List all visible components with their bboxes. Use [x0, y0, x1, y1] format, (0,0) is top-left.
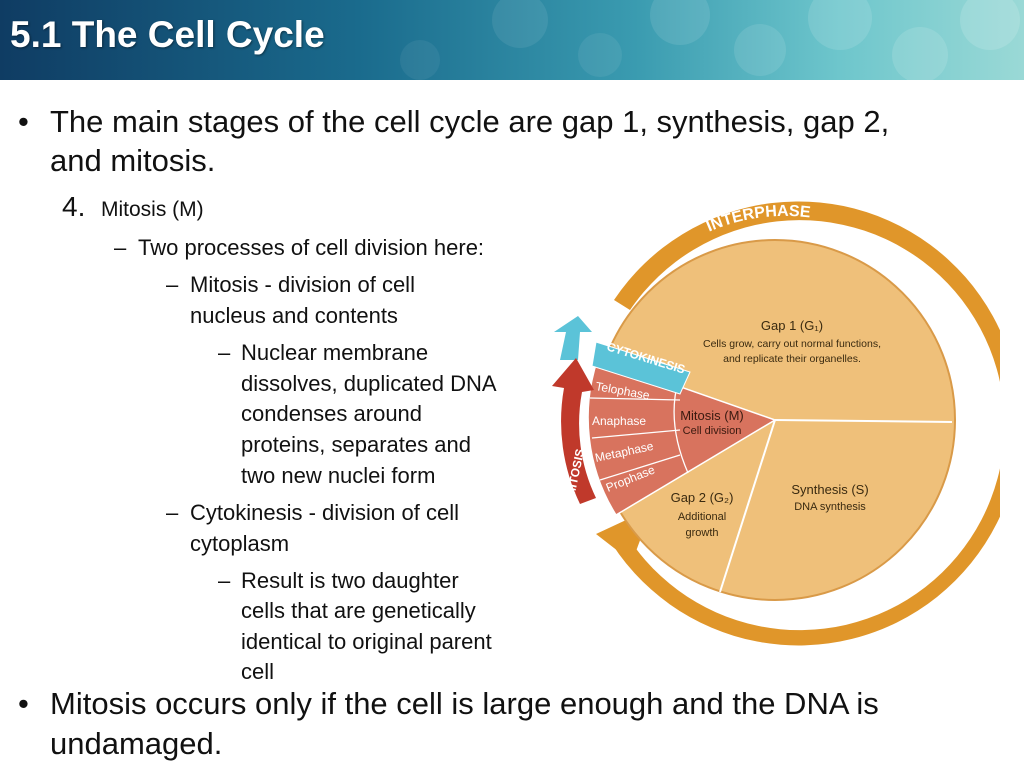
- banner-cell-texture: [400, 0, 1020, 80]
- g1-desc-line-2: and replicate their organelles.: [723, 353, 861, 365]
- interphase-label: INTERPHASE: [704, 203, 812, 236]
- g2-title: Gap 2 (G₂): [671, 490, 734, 505]
- cytokinesis-band: [591, 341, 691, 395]
- nuclear-line-2: dissolves, duplicated DNA: [241, 371, 497, 396]
- nuclear-line-3: condenses around: [241, 401, 423, 426]
- result-line-1: Result is two daughter: [241, 568, 459, 593]
- mitosis-arrow: [552, 358, 596, 504]
- dash-marker: –: [114, 235, 127, 260]
- nuclear-line-5: two new nuclei form: [241, 463, 436, 488]
- divider-g1-s: [774, 419, 953, 423]
- bullet-2-line-1: Mitosis occurs only if the cell is large…: [50, 686, 879, 721]
- bullet-marker: •: [18, 104, 29, 139]
- mitosis-def-line-1: Mitosis - division of cell: [190, 272, 415, 297]
- cytokinesis-def-line-1: Cytokinesis - division of cell: [190, 500, 459, 525]
- list-number: 4.: [62, 191, 86, 222]
- nuclear-line-1: Nuclear membrane: [241, 340, 429, 365]
- phase-boundary: [591, 429, 681, 439]
- divider-s-g2: [719, 419, 776, 593]
- bullet-marker: •: [18, 686, 29, 721]
- mitosis-heading: Mitosis (M): [101, 198, 204, 221]
- page-title: 5.1 The Cell Cycle: [10, 14, 325, 55]
- cytokinesis-arrow: [554, 316, 592, 360]
- phase-anaphase: Anaphase: [592, 414, 646, 428]
- result-line-3: identical to original parent: [241, 629, 492, 654]
- dash-marker: –: [218, 568, 231, 593]
- result-line-2: cells that are genetically: [241, 598, 476, 623]
- title-banner: 5.1 The Cell Cycle: [0, 0, 1024, 80]
- phase-boundary: [599, 454, 681, 481]
- g1-desc-line-1: Cells grow, carry out normal functions,: [703, 338, 881, 350]
- bullet-2-line-2: undamaged.: [50, 726, 223, 761]
- mitosis-desc: Cell division: [683, 425, 742, 437]
- dash-marker: –: [166, 272, 179, 297]
- cell-cycle-diagram: INTERPHASE CYTOKINESIS MITOSIS Telophase…: [540, 190, 1021, 655]
- mitosis-wedge: [587, 357, 777, 517]
- bullet-1-line-1: The main stages of the cell cycle are ga…: [50, 104, 890, 139]
- mitosis-title: Mitosis (M): [680, 408, 744, 423]
- g2-desc-line-2: growth: [685, 527, 718, 539]
- dash-marker: –: [218, 340, 231, 365]
- cytokinesis-def-line-2: cytoplasm: [190, 531, 290, 556]
- g2-desc-line-1: Additional: [678, 511, 726, 523]
- nuclear-line-4: proteins, separates and: [241, 432, 471, 457]
- mitosis-def-line-2: nucleus and contents: [190, 303, 398, 328]
- dash-marker: –: [166, 500, 179, 525]
- bullet-1-line-2: and mitosis.: [50, 143, 216, 178]
- phase-boundary: [589, 397, 681, 401]
- s-desc: DNA synthesis: [794, 501, 866, 513]
- processes-text: Two processes of cell division here:: [138, 235, 485, 260]
- result-line-4: cell: [241, 659, 275, 684]
- s-title: Synthesis (S): [791, 482, 868, 497]
- g1-title: Gap 1 (G₁): [761, 318, 823, 333]
